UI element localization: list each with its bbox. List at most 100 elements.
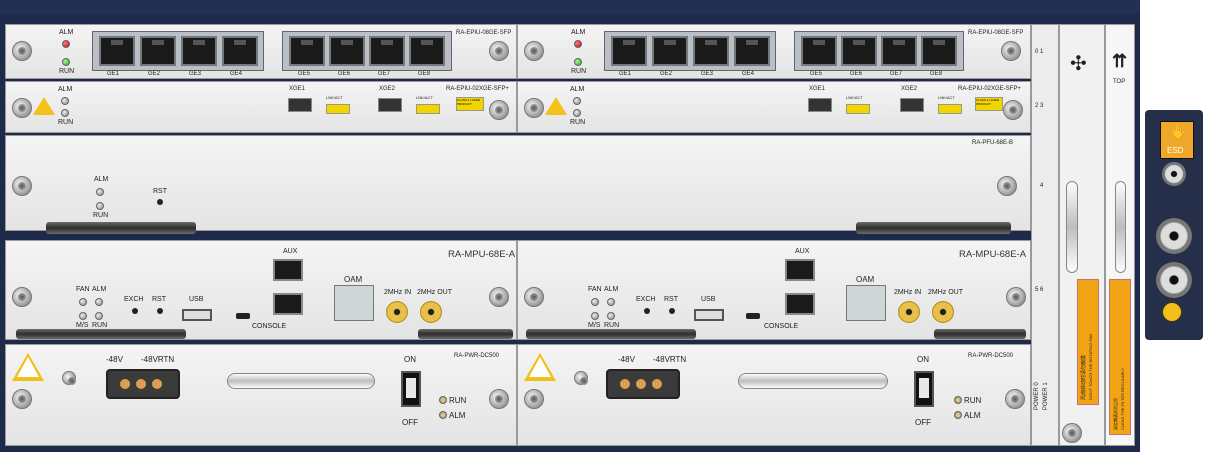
clk-in-bnc-port[interactable] bbox=[898, 301, 920, 323]
fan-led bbox=[591, 298, 599, 306]
clk-out-bnc-port[interactable] bbox=[932, 301, 954, 323]
screw-icon[interactable] bbox=[12, 287, 32, 307]
ge6-port[interactable] bbox=[329, 36, 365, 66]
clk-in-bnc-port[interactable] bbox=[386, 301, 408, 323]
ge1-port[interactable] bbox=[99, 36, 135, 66]
mini-usb-port[interactable] bbox=[236, 313, 250, 319]
alm-led bbox=[96, 188, 104, 196]
xge1-sfp-port[interactable] bbox=[808, 98, 832, 112]
ejector-handle[interactable] bbox=[16, 329, 186, 339]
screw-icon[interactable] bbox=[524, 287, 544, 307]
screw-icon[interactable] bbox=[489, 41, 509, 61]
ge5-port[interactable] bbox=[289, 36, 325, 66]
screw-icon[interactable] bbox=[489, 287, 509, 307]
console-label: CONSOLE bbox=[764, 323, 799, 330]
ge2-port[interactable] bbox=[140, 36, 176, 66]
usb-label: USB bbox=[701, 296, 716, 303]
ejector-handle[interactable] bbox=[418, 329, 513, 339]
oam-port[interactable] bbox=[846, 285, 886, 321]
ge7-port[interactable] bbox=[369, 36, 405, 66]
screw-icon[interactable] bbox=[12, 41, 32, 61]
exch-button[interactable] bbox=[132, 308, 138, 314]
pin-icon bbox=[652, 379, 662, 389]
screw-icon[interactable] bbox=[997, 176, 1017, 196]
aux-port[interactable] bbox=[785, 259, 815, 281]
ge4-port[interactable] bbox=[734, 36, 770, 66]
ge3-port[interactable] bbox=[693, 36, 729, 66]
ge7-label: GE7 bbox=[890, 71, 903, 77]
exch-button[interactable] bbox=[644, 308, 650, 314]
ejector-handle-left[interactable] bbox=[46, 222, 196, 234]
esd-jack-1[interactable] bbox=[1156, 218, 1192, 254]
screw-icon[interactable] bbox=[12, 176, 32, 196]
xge1-sfp-port[interactable] bbox=[288, 98, 312, 112]
ejector-handle-right[interactable] bbox=[856, 222, 1011, 234]
screw-icon[interactable] bbox=[574, 371, 588, 385]
dc-power-connector[interactable] bbox=[106, 369, 180, 399]
fan-handle[interactable] bbox=[1066, 181, 1078, 273]
esd-label: ESD bbox=[1167, 146, 1184, 155]
power-switch[interactable] bbox=[401, 371, 421, 407]
slot-number-column: 0 1 2 3 4 5 6 POWER 0 POWER 1 bbox=[1031, 24, 1059, 446]
ge6-port[interactable] bbox=[841, 36, 877, 66]
board-model-label: RA-PWR-DC500 bbox=[454, 353, 500, 359]
rst-button[interactable] bbox=[157, 199, 163, 205]
power-handle[interactable] bbox=[227, 373, 375, 389]
xge1-lnk-led bbox=[326, 104, 350, 114]
xge2-lnk-led bbox=[416, 104, 440, 114]
screw-icon[interactable] bbox=[489, 389, 509, 409]
board-model-label: RA-EPIU-02XGE-SFP+ bbox=[958, 86, 1021, 92]
esd-jack-small[interactable] bbox=[1162, 162, 1186, 186]
console-port[interactable] bbox=[273, 293, 303, 315]
run-label: RUN bbox=[570, 119, 586, 126]
xge2-sfp-port[interactable] bbox=[378, 98, 402, 112]
screw-icon[interactable] bbox=[1006, 287, 1026, 307]
board-model-label: RA-PWR-DC500 bbox=[968, 353, 1014, 359]
screw-icon[interactable] bbox=[1005, 389, 1025, 409]
ground-icon bbox=[1161, 301, 1183, 323]
screw-icon[interactable] bbox=[62, 371, 76, 385]
aux-port[interactable] bbox=[273, 259, 303, 281]
alm-label: ALM bbox=[58, 86, 73, 93]
screw-icon[interactable] bbox=[524, 41, 544, 61]
esd-jack-2[interactable] bbox=[1156, 262, 1192, 298]
ge8-port[interactable] bbox=[921, 36, 957, 66]
screw-icon[interactable] bbox=[12, 98, 32, 118]
screw-icon[interactable] bbox=[12, 389, 32, 409]
ejector-handle[interactable] bbox=[526, 329, 696, 339]
power-handle[interactable] bbox=[738, 373, 888, 389]
ge1-port[interactable] bbox=[611, 36, 647, 66]
usb-port[interactable] bbox=[694, 309, 724, 321]
slot-01-label: 0 1 bbox=[1035, 49, 1044, 55]
alm-led bbox=[607, 298, 615, 306]
screw-icon[interactable] bbox=[1062, 423, 1082, 443]
usb-port[interactable] bbox=[182, 309, 212, 321]
screw-icon[interactable] bbox=[524, 389, 544, 409]
ge3-port[interactable] bbox=[181, 36, 217, 66]
xge2-sfp-port[interactable] bbox=[900, 98, 924, 112]
ge5-port[interactable] bbox=[801, 36, 837, 66]
alm-label: ALM bbox=[92, 286, 107, 293]
oam-port[interactable] bbox=[334, 285, 374, 321]
ejector-handle[interactable] bbox=[934, 329, 1026, 339]
screw-icon[interactable] bbox=[524, 98, 544, 118]
rst-button[interactable] bbox=[157, 308, 163, 314]
screw-icon[interactable] bbox=[489, 100, 509, 120]
filter-handle[interactable] bbox=[1115, 181, 1126, 273]
board-model-label: RA-PFU-68E-B bbox=[972, 140, 1014, 146]
board-mpu-left: FAN ALM M/S RUN EXCH RST USB AUX CONSOLE… bbox=[5, 240, 517, 340]
ge4-port[interactable] bbox=[222, 36, 258, 66]
ge2-port[interactable] bbox=[652, 36, 688, 66]
clk-out-bnc-port[interactable] bbox=[420, 301, 442, 323]
screw-icon[interactable] bbox=[1003, 100, 1023, 120]
ge8-port[interactable] bbox=[409, 36, 445, 66]
power-switch[interactable] bbox=[914, 371, 934, 407]
rst-button[interactable] bbox=[669, 308, 675, 314]
fan-label: FAN bbox=[588, 286, 602, 293]
fan-label: FAN bbox=[76, 286, 90, 293]
dc-power-connector[interactable] bbox=[606, 369, 680, 399]
ge7-port[interactable] bbox=[881, 36, 917, 66]
console-port[interactable] bbox=[785, 293, 815, 315]
screw-icon[interactable] bbox=[1001, 41, 1021, 61]
mini-usb-port[interactable] bbox=[746, 313, 760, 319]
